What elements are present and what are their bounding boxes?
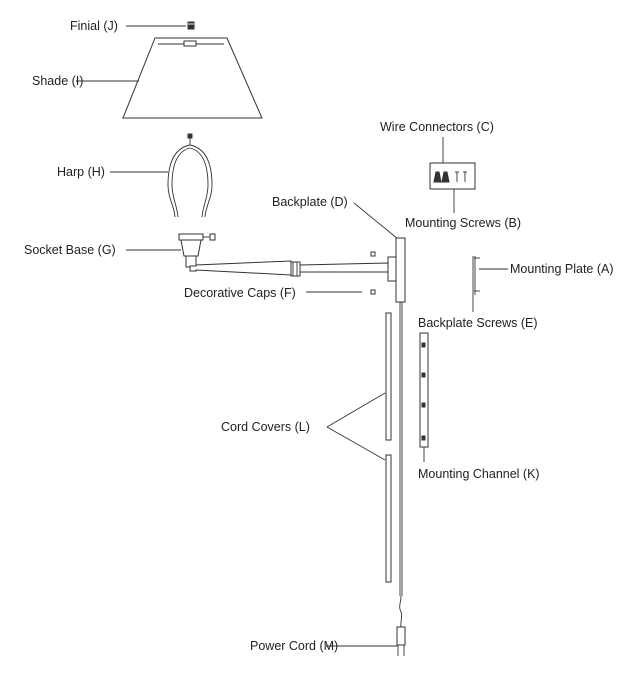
- mounting-plate-label: Mounting Plate (A): [510, 262, 614, 276]
- harp-part: [167, 133, 213, 218]
- mounting-channel-label: Mounting Channel (K): [418, 467, 540, 481]
- shade-part: [122, 37, 263, 119]
- cord-covers-leader-upper: [326, 392, 386, 428]
- cord-covers-part: [385, 312, 392, 583]
- socket-base-label: Socket Base (G): [24, 243, 116, 257]
- decorative-cap-lower: [370, 289, 376, 295]
- backplate-leader: [353, 202, 399, 240]
- finial-part: [187, 21, 195, 30]
- finial-label: Finial (J): [70, 19, 118, 33]
- mounting-plate-part: [472, 256, 480, 295]
- hardware-box-part: [429, 162, 476, 190]
- mounting-channel-part: [419, 332, 429, 448]
- backplate-label: Backplate (D): [272, 195, 348, 209]
- decorative-cap-upper: [370, 251, 376, 257]
- backplate-screws-label: Backplate Screws (E): [418, 316, 537, 330]
- power-cord-label: Power Cord (M): [250, 639, 338, 653]
- backplate-part: [395, 237, 406, 596]
- mounting-screws-label: Mounting Screws (B): [405, 216, 521, 230]
- shade-label: Shade (I): [32, 74, 83, 88]
- socket-base-part: [178, 233, 216, 268]
- power-cord-part: [396, 595, 406, 656]
- swing-arm-part: [189, 256, 397, 282]
- harp-label: Harp (H): [57, 165, 105, 179]
- wire-connectors-label: Wire Connectors (C): [380, 120, 494, 134]
- cord-covers-label: Cord Covers (L): [221, 420, 310, 434]
- cord-covers-leader-lower: [326, 426, 386, 461]
- decorative-caps-label: Decorative Caps (F): [184, 286, 296, 300]
